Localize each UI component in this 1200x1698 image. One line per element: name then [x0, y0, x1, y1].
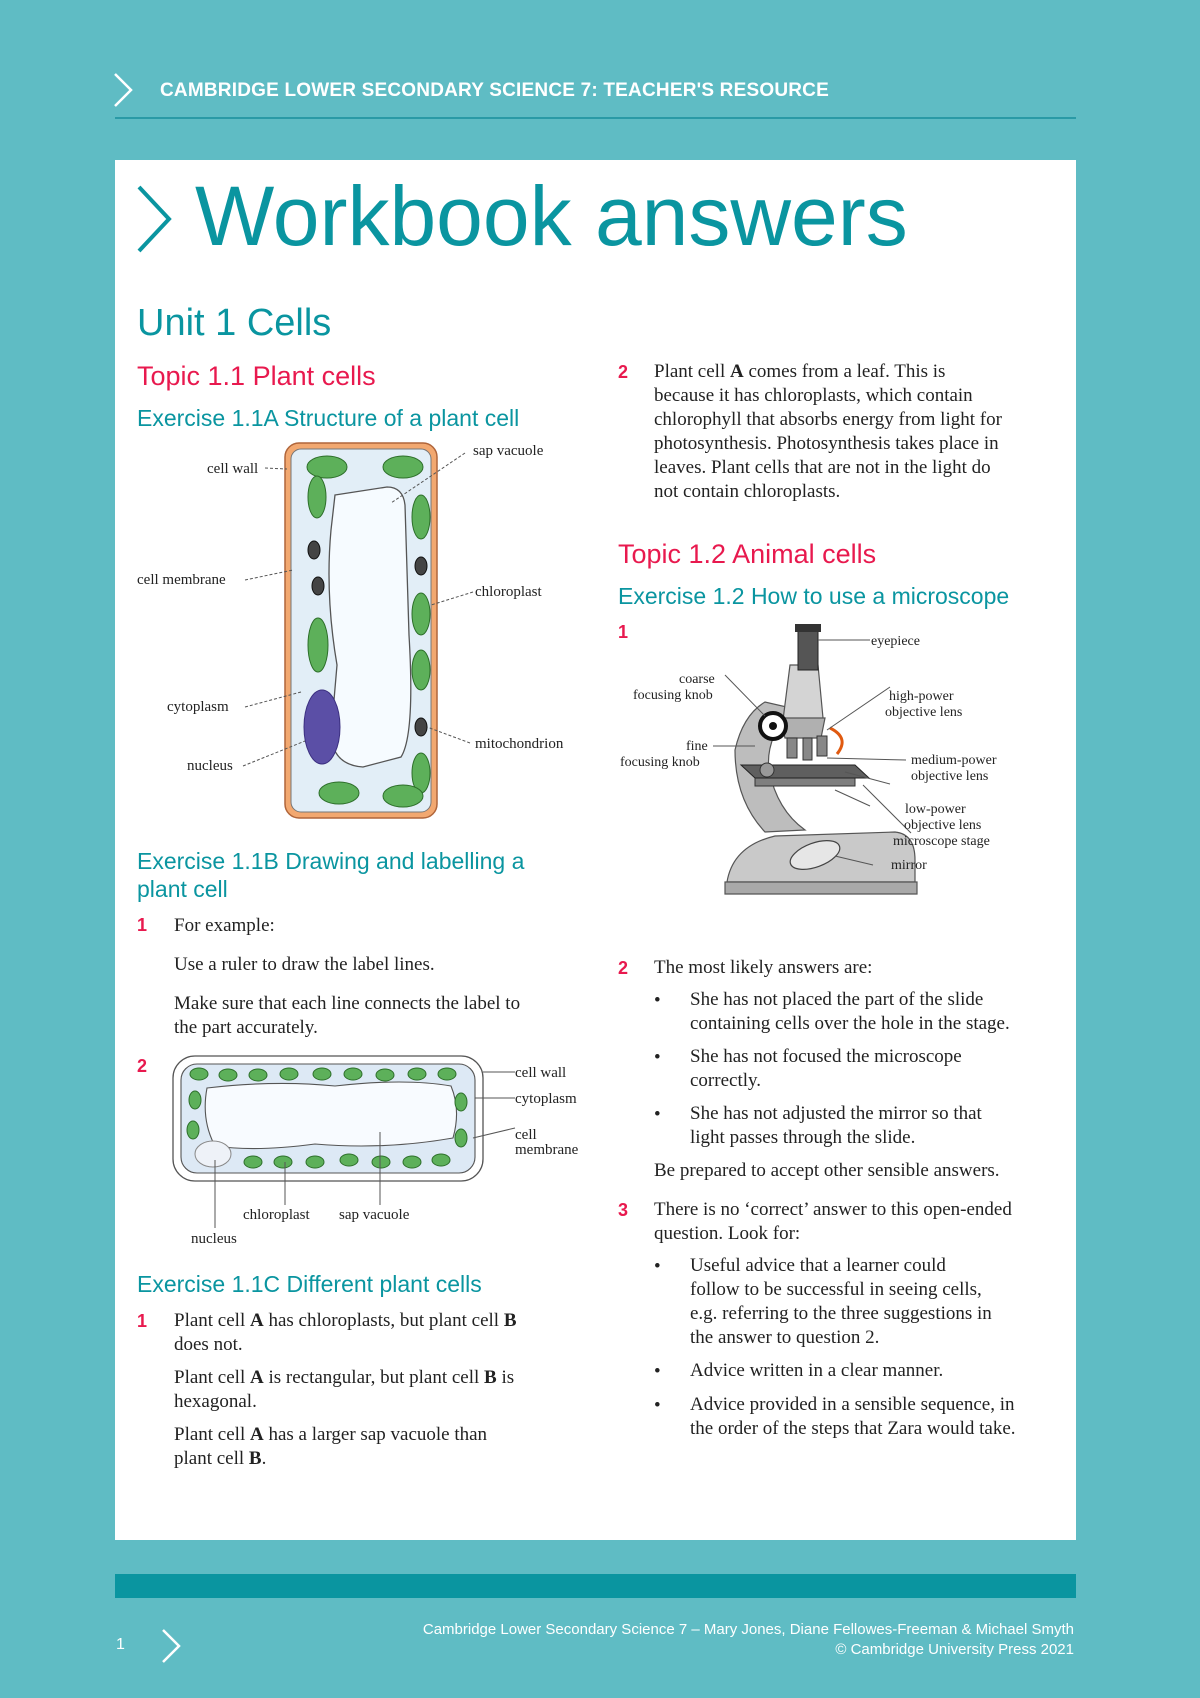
title-chevron-icon [137, 185, 172, 253]
exercise-1-1c-heading: Exercise 1.1C Different plant cells [137, 1271, 482, 1297]
label-cell: cell [515, 1127, 537, 1143]
header-title: CAMBRIDGE LOWER SECONDARY SCIENCE 7: TEA… [160, 80, 829, 101]
question-number: 2 [618, 362, 629, 382]
chevron-right-icon[interactable] [160, 1628, 182, 1664]
label-coarse: coarse [679, 672, 715, 687]
answer-text: Plant cell A has chloroplasts, but plant… [174, 1310, 517, 1331]
answer-text: follow to be successful in seeing cells, [690, 1279, 982, 1300]
label-mirror: mirror [891, 858, 927, 873]
header-rule [115, 117, 1076, 119]
question-number: 2 [618, 958, 629, 978]
label-cell-wall: cell wall [207, 461, 258, 477]
answer-text: containing cells over the hole in the st… [690, 1013, 1010, 1034]
label-high-power: high-power [889, 689, 954, 704]
label-eyepiece: eyepiece [871, 634, 920, 649]
unit-heading: Unit 1 Cells [137, 302, 332, 344]
answer-text: plant cell B. [174, 1448, 267, 1469]
label-coarse-knob: focusing knob [633, 688, 713, 703]
answer-text: Advice provided in a sensible sequence, … [690, 1394, 1015, 1415]
label-chloroplast: chloroplast [243, 1207, 310, 1223]
question-number: 1 [137, 915, 148, 935]
answer-text: Use a ruler to draw the label lines. [174, 954, 435, 975]
exercise-1-1b-title-line1: Exercise 1.1B Drawing and labelling a [137, 848, 525, 874]
answer-text: For example: [174, 915, 275, 936]
answer-text: She has not adjusted the mirror so that [690, 1103, 982, 1124]
exercise-1-1a-heading: Exercise 1.1A Structure of a plant cell [137, 405, 520, 431]
exercise-1-1b-heading: Exercise 1.1B Drawing and labelling a pl… [137, 847, 524, 903]
answer-text: Be prepared to accept other sensible ans… [654, 1160, 1000, 1181]
bullet: • [654, 1361, 661, 1382]
label-sap-vacuole: sap vacuole [339, 1207, 410, 1223]
exercise-1-2-heading: Exercise 1.2 How to use a microscope [618, 583, 1010, 609]
plant-cell-drawing: cell wall cytoplasm cell membrane chloro… [172, 1055, 579, 1247]
answer-text: Advice written in a clear manner. [690, 1360, 944, 1381]
credit-authors: Cambridge Lower Secondary Science 7 – Ma… [422, 1621, 1074, 1638]
answer-text: question. Look for: [654, 1223, 801, 1244]
label-medium-power: medium-power [911, 753, 997, 768]
label-cytoplasm: cytoplasm [167, 699, 229, 715]
content-panel [115, 160, 1076, 1540]
exercise-1-1b-title-line2: plant cell [137, 876, 228, 903]
page-title: Workbook answers [195, 169, 908, 263]
credit-copyright: © Cambridge University Press 2021 [835, 1641, 1074, 1658]
label-mitochondrion: mitochondrion [475, 736, 564, 752]
answer-text: the part accurately. [174, 1017, 318, 1038]
answer-text: There is no ‘correct’ answer to this ope… [654, 1199, 1012, 1220]
label-stage: microscope stage [893, 834, 990, 849]
question-number: 3 [618, 1200, 629, 1220]
label-nucleus: nucleus [187, 758, 233, 774]
answer-text: Plant cell A comes from a leaf. This is [654, 361, 946, 382]
answer-text: leaves. Plant cells that are not in the … [654, 457, 991, 478]
answer-text: Make sure that each line connects the la… [174, 993, 521, 1014]
answer-text: She has not focused the microscope [690, 1046, 962, 1067]
answer-text: Plant cell A has a larger sap vacuole th… [174, 1424, 488, 1445]
answer-text: photosynthesis. Photosynthesis takes pla… [654, 433, 999, 454]
label-cell-wall: cell wall [515, 1065, 566, 1081]
question-number: 2 [137, 1056, 148, 1076]
bullet: • [654, 990, 661, 1011]
bullet: • [654, 1395, 661, 1416]
label-chloroplast: chloroplast [475, 584, 542, 600]
label-nucleus: nucleus [191, 1231, 237, 1247]
answer-text: correctly. [690, 1070, 762, 1091]
topic-1-1-heading: Topic 1.1 Plant cells [137, 361, 376, 391]
answer-text: because it has chloroplasts, which conta… [654, 385, 973, 406]
label-fine-knob: focusing knob [620, 755, 700, 770]
label-low-power-lens: objective lens [904, 818, 981, 833]
chevron-right-icon [114, 73, 133, 107]
answer-text: light passes through the slide. [690, 1127, 916, 1148]
label-high-power-lens: objective lens [885, 705, 962, 720]
page-number: 1 [116, 1636, 125, 1653]
answer-text: Plant cell A is rectangular, but plant c… [174, 1367, 515, 1388]
footer-credit: Cambridge Lower Secondary Science 7 – Ma… [423, 1620, 1074, 1660]
answer-text: does not. [174, 1334, 243, 1355]
answer-text: She has not placed the part of the slide [690, 989, 984, 1010]
label-membrane: membrane [515, 1142, 579, 1158]
footer-bar [115, 1574, 1076, 1598]
answer-text: the order of the steps that Zara would t… [690, 1418, 1016, 1439]
label-cell-membrane: cell membrane [137, 572, 226, 588]
question-number: 1 [618, 622, 629, 642]
microscope-diagram: eyepiece coarse focusing knob fine focus… [620, 624, 997, 895]
label-low-power: low-power [905, 802, 966, 817]
bullet: • [654, 1256, 661, 1277]
topic-1-2-heading: Topic 1.2 Animal cells [618, 539, 877, 569]
label-medium-power-lens: objective lens [911, 769, 988, 784]
answer-text: hexagonal. [174, 1391, 257, 1412]
answer-text: not contain chloroplasts. [654, 481, 841, 502]
label-cytoplasm: cytoplasm [515, 1091, 577, 1107]
label-sap-vacuole: sap vacuole [473, 443, 544, 459]
answer-text: Useful advice that a learner could [690, 1255, 946, 1276]
question-number: 1 [137, 1311, 148, 1331]
answer-text: the answer to question 2. [690, 1327, 880, 1348]
answer-text: e.g. referring to the three suggestions … [690, 1303, 992, 1324]
label-fine: fine [686, 739, 708, 754]
bullet: • [654, 1104, 661, 1125]
answer-text: The most likely answers are: [654, 957, 873, 978]
bullet: • [654, 1047, 661, 1068]
answer-text: chlorophyll that absorbs energy from lig… [654, 409, 1002, 430]
plant-cell-diagram: cell wall sap vacuole cell membrane chlo… [137, 442, 564, 819]
